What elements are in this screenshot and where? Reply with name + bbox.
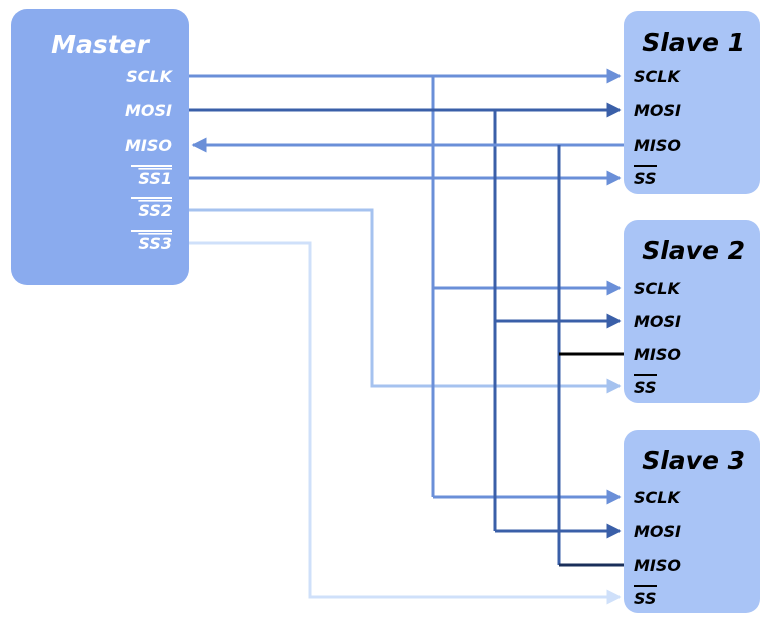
slave-2-title: Slave 2 [642,236,745,265]
master-pin-sclk: SCLK [126,67,173,86]
master-pin-ss3: SS3 [138,234,172,253]
master-title: Master [51,30,151,59]
slave-2-box [624,220,760,403]
ss3-line [189,241,622,605]
slave-1-pin-mosi: MOSI [634,101,681,120]
master-pin-ss1: SS1 [138,169,172,188]
slave-3-title: Slave 3 [642,446,745,475]
slave-1-title: Slave 1 [642,28,745,57]
slave-2-pin-sclk: SCLK [634,279,681,298]
slave-1-pin-sclk: SCLK [634,67,681,86]
master-pin-mosi: MOSI [125,101,172,120]
slave-2-pin-mosi: MOSI [634,312,681,331]
slave-3-box [624,430,760,613]
master-pin-miso: MISO [125,136,172,155]
slave-2-pin-miso: MISO [634,345,681,364]
slave-3-pin-miso: MISO [634,556,681,575]
slave-3-pin-sclk: SCLK [634,488,681,507]
slave-1-pin-miso: MISO [634,136,681,155]
slave-2-pin-ss: SS [634,378,656,397]
slave-1-pin-ss: SS [634,169,656,188]
slave-3-pin-ss: SS [634,589,656,608]
master-box [11,9,189,285]
ss2-line [189,208,622,394]
master-pin-ss2: SS2 [138,201,172,220]
slave-1-box [624,11,760,194]
slave-3-pin-mosi: MOSI [634,522,681,541]
